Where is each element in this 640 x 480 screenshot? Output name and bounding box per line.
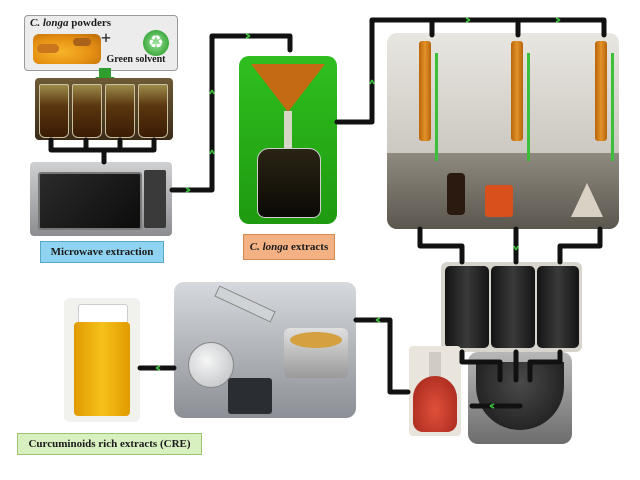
bowl [476, 362, 564, 430]
powders-word: powders [71, 17, 111, 29]
pipe [557, 226, 603, 265]
flow-line [435, 53, 438, 161]
extracts-species: C. longa [249, 241, 289, 253]
bath-content [290, 332, 342, 348]
flask-body [413, 376, 457, 432]
flow-arrow [185, 187, 191, 193]
rhizome-piece [37, 44, 59, 53]
container [491, 266, 535, 348]
microwave-extraction-label: Microwave extraction [40, 241, 164, 263]
funnel [251, 64, 325, 112]
red-flask-photo [409, 346, 461, 436]
extraction-column [419, 41, 431, 141]
green-solvent-caption: Green solvent [106, 53, 166, 65]
beaker [105, 84, 135, 138]
conical-flask [571, 183, 603, 217]
funnel-stem [284, 111, 292, 151]
erlenmeyer-flask [257, 148, 321, 218]
extracts-label: C. longa extracts [243, 234, 335, 260]
jar-cap [78, 304, 128, 324]
container [537, 266, 579, 348]
container [445, 266, 489, 348]
lab-columns-photo [387, 33, 619, 229]
recycle-icon: ♻ [143, 30, 169, 56]
plus-sign: + [100, 27, 112, 48]
storage-containers-photo [441, 262, 582, 352]
flow-arrow [209, 149, 215, 155]
pipe [353, 317, 411, 395]
microwave-panel [144, 170, 166, 228]
powders-species: C. longa [30, 17, 69, 29]
dark-bottle [447, 173, 465, 215]
flow-line [611, 53, 614, 161]
jar-body [74, 322, 130, 416]
extraction-column [595, 41, 607, 141]
control-unit [228, 378, 272, 414]
flow-arrow [465, 17, 471, 23]
powders-caption: C. longa powders [30, 15, 170, 31]
down-arrow-icon [99, 68, 111, 78]
flask-neck [429, 352, 441, 378]
beaker [39, 84, 69, 138]
pipe [48, 137, 157, 153]
flow-arrow [555, 17, 561, 23]
condenser [214, 285, 276, 323]
flow-arrow [375, 317, 381, 323]
beaker [72, 84, 102, 138]
flow-arrow [245, 33, 251, 39]
extract-flask-photo [239, 56, 337, 224]
flow-arrow [209, 89, 215, 95]
beakers-photo [35, 78, 173, 140]
flow-arrow [369, 79, 375, 85]
extraction-column [511, 41, 523, 141]
cre-jar-photo [64, 298, 140, 422]
beaker [138, 84, 168, 138]
microwave-window [38, 172, 142, 230]
extracts-word: extracts [291, 241, 329, 253]
rotary-evaporator-photo [174, 282, 356, 418]
rhizome-piece [73, 38, 91, 46]
pipe [417, 226, 465, 265]
raw-materials-panel: ♻ [24, 15, 178, 71]
round-flask [188, 342, 234, 388]
collection-bowl-photo [468, 352, 572, 444]
cre-label: Curcuminoids rich extracts (CRE) [17, 433, 202, 455]
orange-pump [485, 185, 513, 217]
microwave-photo [30, 162, 172, 236]
flow-arrow [513, 245, 519, 251]
flow-line [527, 53, 530, 161]
flow-arrow [155, 365, 161, 371]
